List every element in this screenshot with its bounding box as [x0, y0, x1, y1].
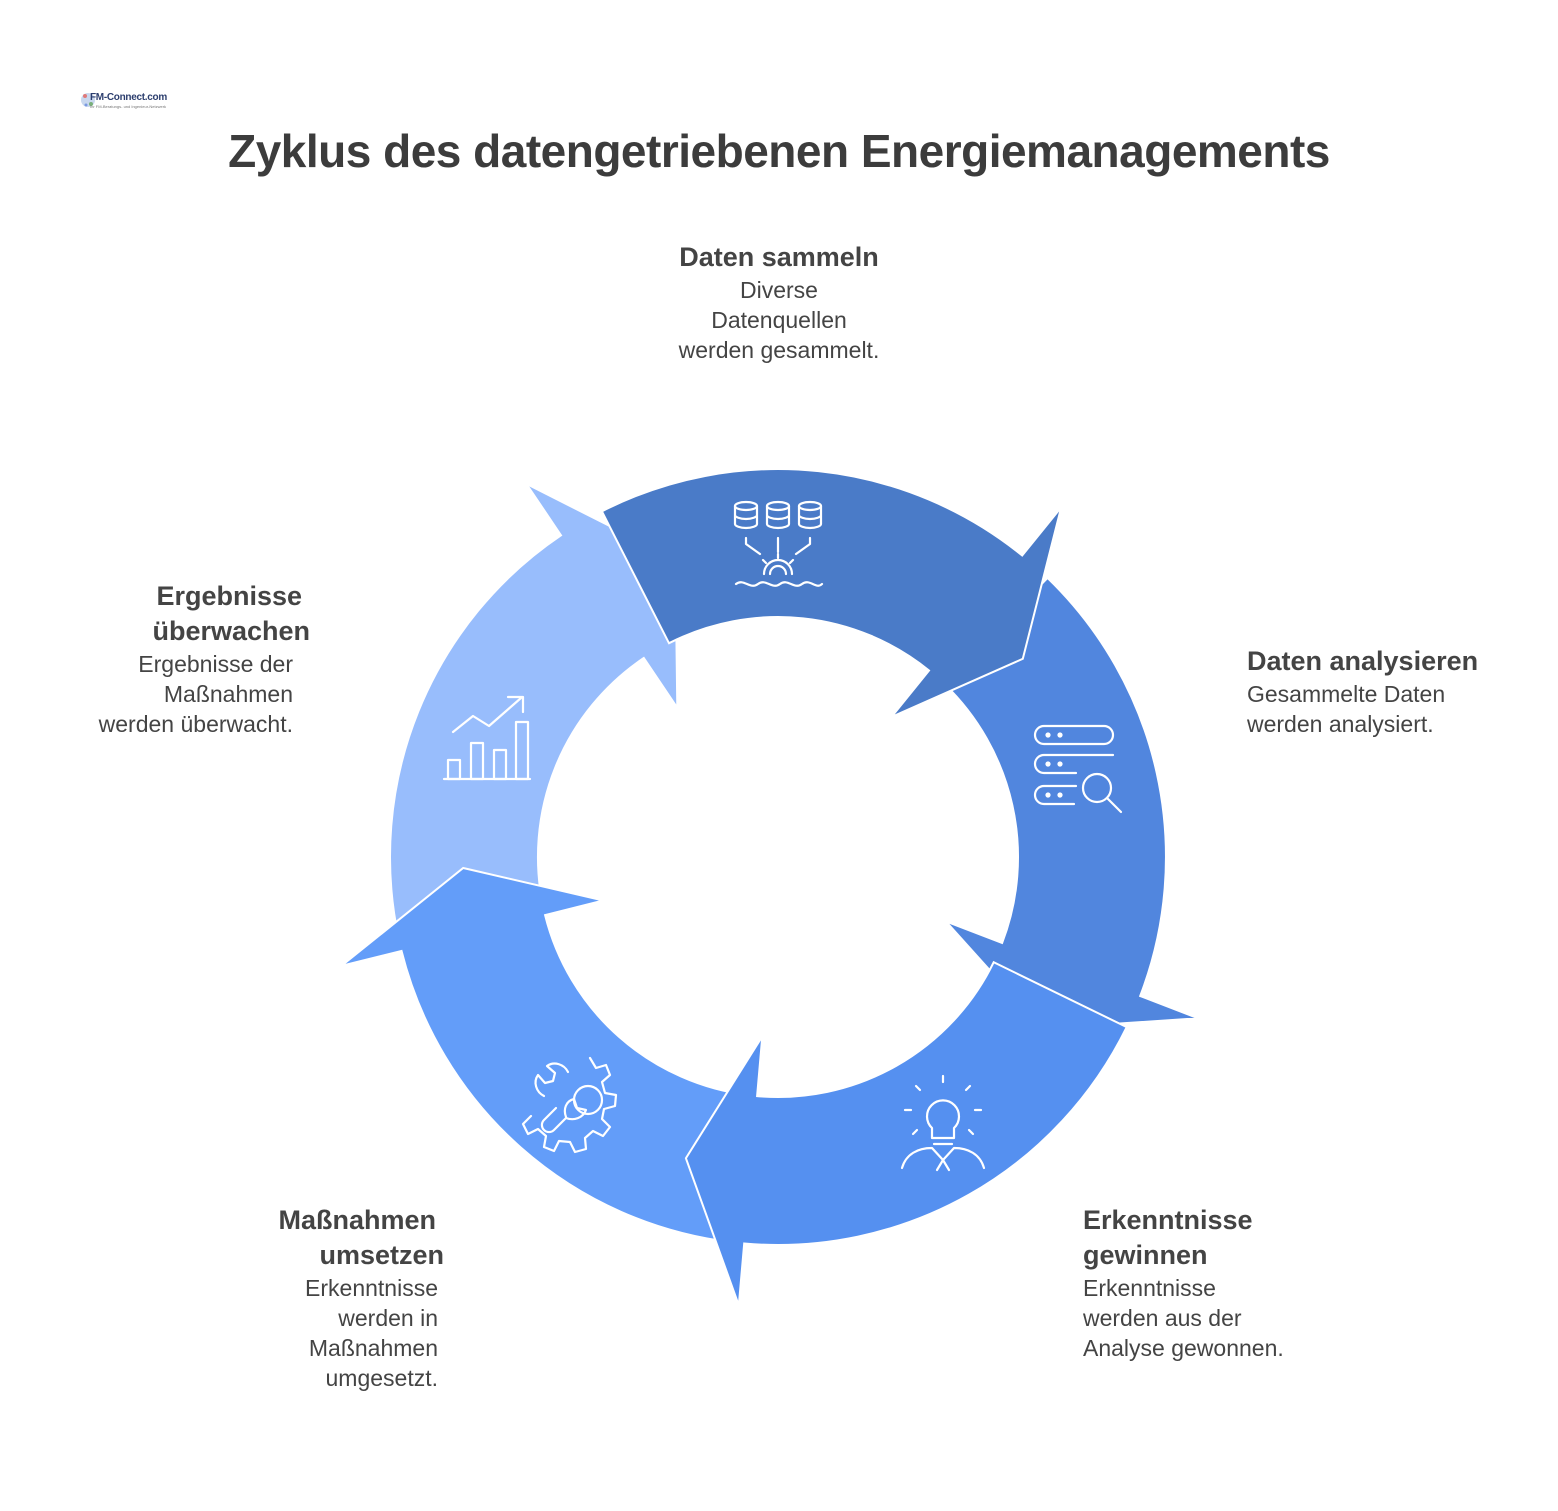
- logo-name: FM-Connect.com: [90, 92, 167, 103]
- logo-tagline: Ihr FM-Beratungs- und Ingenieur-Netzwerk: [90, 104, 167, 109]
- lightbulb-person-icon: [900, 1074, 986, 1172]
- bar-chart-trend-icon: [442, 695, 532, 781]
- cycle-arrows: [340, 468, 1199, 1306]
- cycle-arrow-5: [389, 481, 679, 939]
- cycle-icons: [442, 500, 1123, 1172]
- page-title: Zyklus des datengetriebenen Energiemanag…: [228, 125, 1330, 177]
- logo: FM-Connect.com Ihr FM-Beratungs- und Ing…: [80, 84, 167, 116]
- database-gear-icon: [733, 500, 824, 587]
- cycle-arrow-4: [340, 866, 750, 1244]
- step-title: Daten analysieren: [1247, 646, 1479, 676]
- step-title: Daten sammeln: [679, 242, 879, 272]
- cycle-arrow-3: [684, 960, 1129, 1306]
- server-search-icon: [1033, 724, 1123, 814]
- logo-mark-icon: [81, 93, 95, 107]
- cycle-arrow-1: [600, 468, 1063, 719]
- gear-wrench-icon: [521, 1056, 618, 1154]
